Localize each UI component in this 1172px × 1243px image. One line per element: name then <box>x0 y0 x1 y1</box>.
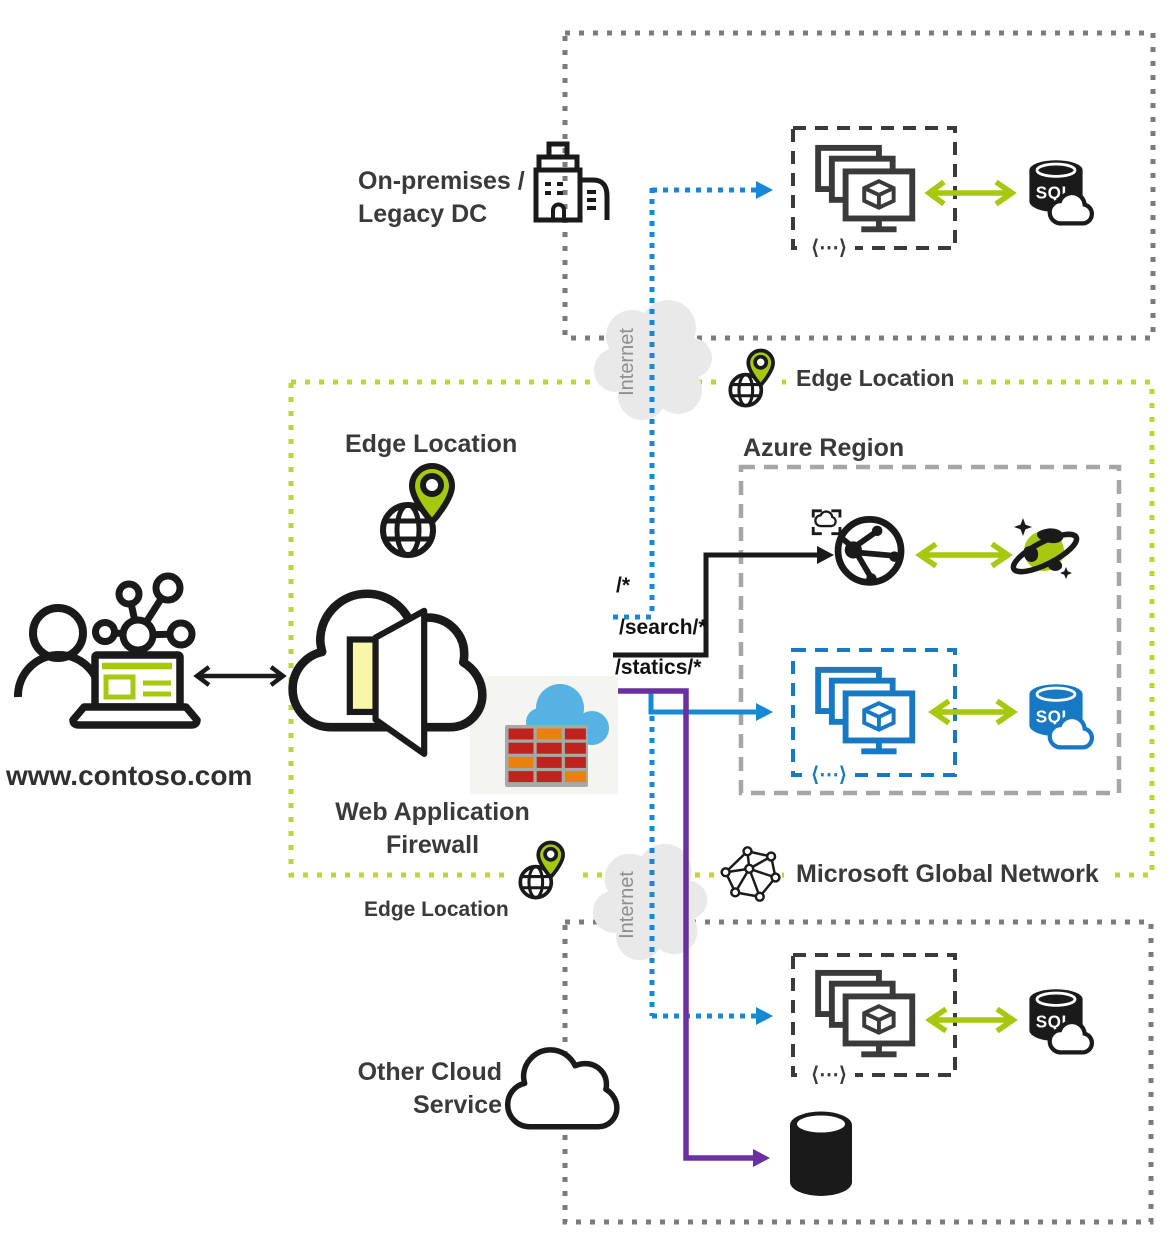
cloud-icon <box>504 1047 620 1130</box>
edge-location-icon <box>380 462 456 558</box>
vm-cluster-icon <box>815 144 916 233</box>
sync-arrow-azurevm <box>928 698 1018 726</box>
other-cloud-label: Other Cloud Service <box>357 1058 502 1119</box>
waf-icon <box>505 684 609 787</box>
arrowhead <box>756 703 773 721</box>
edge-location-top-label: Edge Location <box>788 364 963 394</box>
on-premises-label: On-premises / Legacy DC <box>358 167 525 228</box>
microsoft-global-network-label: Microsoft Global Network <box>786 856 1109 893</box>
user-icon <box>13 572 201 729</box>
route-search-label: /search/* <box>619 616 707 639</box>
cosmos-db-icon <box>1010 518 1080 579</box>
route-statics-line <box>618 688 753 1161</box>
code-glyph: ⟨⋯⟩ <box>803 764 855 786</box>
sync-arrow-othercloud <box>925 1006 1018 1034</box>
vm-cluster-icon <box>815 969 916 1058</box>
azure-region-box <box>738 464 1122 796</box>
global-network-box <box>288 379 1155 878</box>
route-default-label: /* <box>616 574 631 597</box>
sync-arrow-onprem <box>924 179 1017 207</box>
sparkle-icon <box>1060 567 1072 579</box>
othercloud-vm-group-box <box>791 953 957 1077</box>
building-icon <box>533 141 610 223</box>
route-search-line <box>613 552 817 658</box>
hosting-glyph <box>811 509 842 536</box>
cloud-icon <box>1047 714 1095 750</box>
edge-location-bottom-label: Edge Location <box>364 898 509 921</box>
arrowhead <box>753 1149 770 1167</box>
open-door <box>372 607 428 757</box>
route-to-azure-vms <box>648 691 756 715</box>
laptop-icon <box>69 651 201 729</box>
app-service-icon <box>811 509 905 586</box>
sql-db-icon: SQL <box>1029 989 1095 1055</box>
sql-db-icon: SQL <box>1029 684 1095 750</box>
other-cloud-box <box>562 919 1154 1225</box>
sql-db-icon: SQL <box>1029 160 1095 226</box>
edge-location-main-label: Edge Location <box>345 430 518 458</box>
code-glyph: ⟨⋯⟩ <box>803 237 855 259</box>
internet-cloud-icon <box>594 300 712 420</box>
sync-arrow-appservice <box>915 541 1013 569</box>
azure-region-label: Azure Region <box>743 434 905 462</box>
front-door-icon <box>288 589 487 757</box>
edge-location-icon <box>728 348 775 408</box>
edge-location-icon <box>518 840 565 900</box>
vm-cluster-icon <box>815 666 916 755</box>
user-site-label: www.contoso.com <box>6 760 253 791</box>
onprem-vm-group-box <box>791 126 957 250</box>
arrowhead <box>756 1007 773 1025</box>
global-network-icon <box>720 846 781 902</box>
sparkle-icon <box>1014 518 1032 536</box>
database-icon <box>790 1111 852 1196</box>
arrowhead <box>817 546 834 564</box>
waf-label: Web Application Firewall <box>335 798 530 859</box>
arrowhead <box>756 181 773 199</box>
molecule-icon <box>92 572 196 654</box>
user-frontdoor-arrow <box>193 665 287 687</box>
cloud-icon <box>1047 190 1095 226</box>
door-frame <box>346 636 379 716</box>
on-premises-box <box>562 30 1156 341</box>
cloud-icon <box>1047 1019 1095 1055</box>
code-glyph: ⟨⋯⟩ <box>803 1064 855 1086</box>
route-statics-label: /statics/* <box>615 656 702 679</box>
